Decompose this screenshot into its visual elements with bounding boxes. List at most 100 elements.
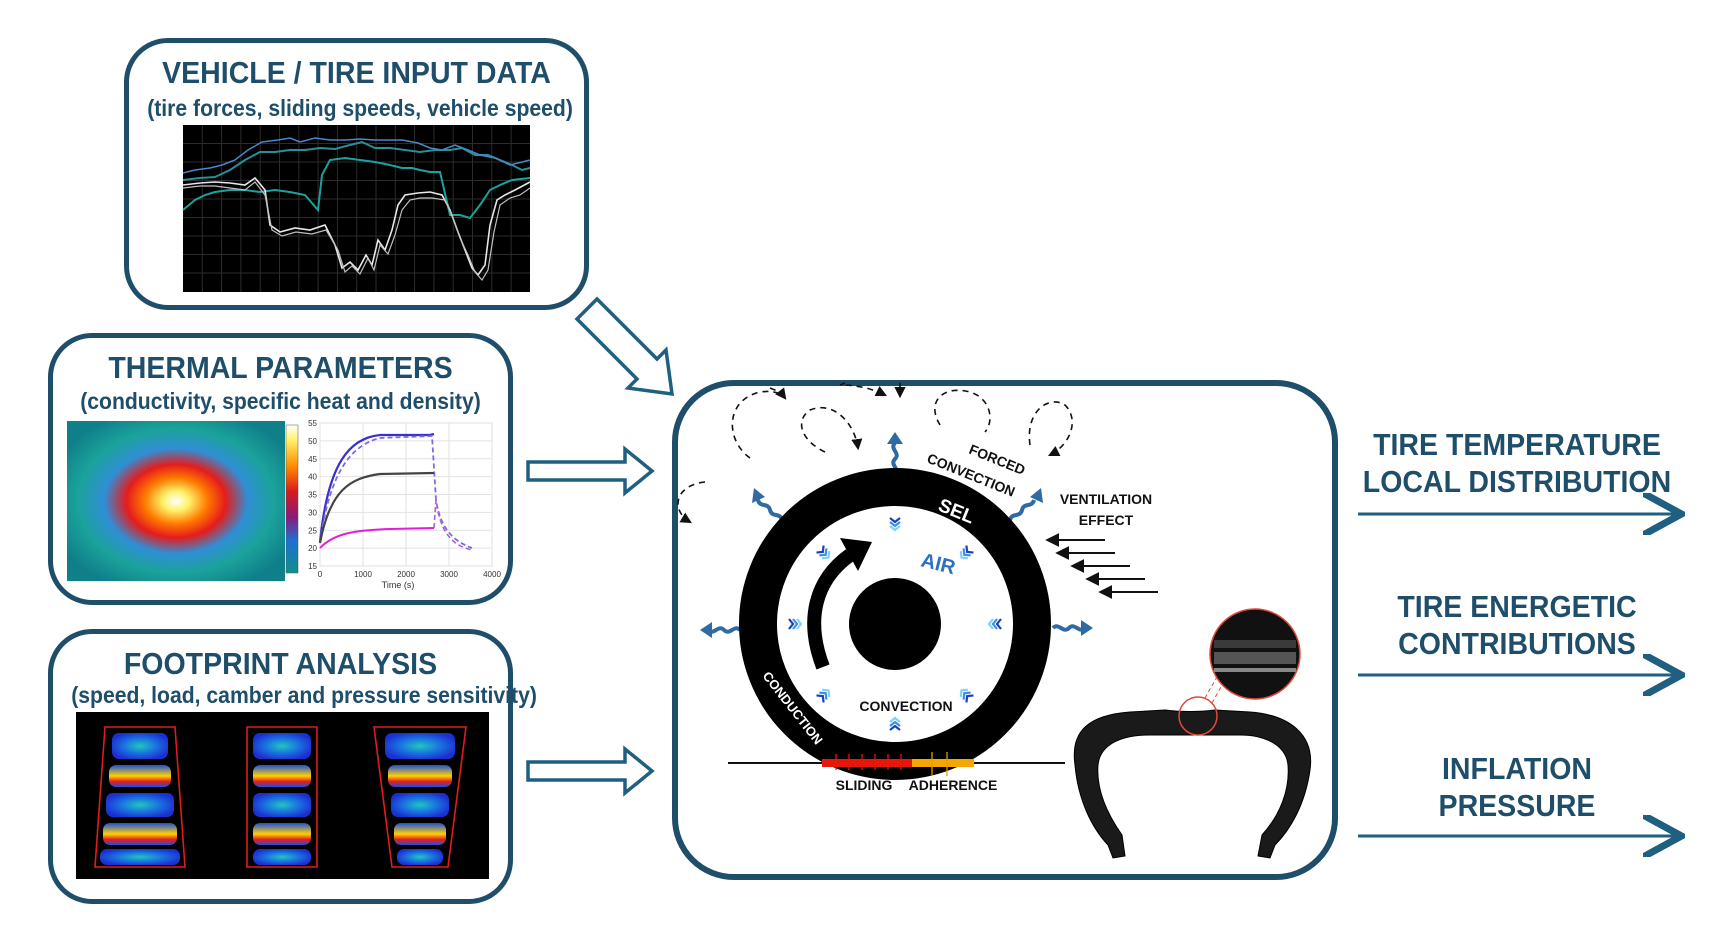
sliding-zone [822,759,912,767]
thermal-x-tick: 0 [318,570,323,579]
vehicle-input-title: VEHICLE / TIRE INPUT DATA [162,55,551,90]
adherence-label: ADHERENCE [909,777,998,793]
zoom-detail-layer-1 [1214,640,1296,648]
footprint-rib [109,765,171,787]
footprint-rib [394,823,446,845]
chevron-stroke [816,545,825,554]
chevron-stroke [889,525,901,532]
convection-chevron [816,545,831,560]
convection-chevron [987,618,1002,630]
chevron-stroke [995,618,1002,630]
chevron-stroke [816,694,825,703]
heat-arrow-top-right [1008,499,1036,521]
footprint-rib [388,765,452,787]
footprint-rib [385,733,455,759]
thermal-parameters-title: THERMAL PARAMETERS [108,350,453,385]
air-loop-4 [839,382,888,397]
thermal-x-tick: 3000 [440,570,458,579]
thermal-y-tick: 20 [308,544,317,553]
convection-chevron [959,545,974,560]
chevron-stroke [962,691,971,700]
convection-chevrons [788,517,1002,731]
thermal-x-tick: 2000 [397,570,415,579]
air-label: AIR [919,550,958,580]
output-pressure-label: INFLATION PRESSURE [1361,750,1674,824]
footprint-rib [253,733,311,759]
footprint-rib [106,793,174,817]
thermal-plot-xlabel: Time (s) [382,580,415,590]
thermal-y-tick: 55 [308,419,317,428]
thermal-y-tick: 30 [308,508,317,517]
thermal-x-tick: 4000 [483,570,501,579]
ventilation-label-1: VENTILATION [1060,491,1152,507]
air-loop-5 [934,389,991,433]
heatmap-colorbar [285,424,299,574]
chevron-stroke [819,548,828,557]
footprint-rib [112,733,168,759]
vehicle-plot-grid [183,125,530,292]
footprint-to-model-arrow [526,745,655,797]
rotation-arrow [807,549,855,670]
output-arrows [1358,514,1678,836]
heat-head-top-left [752,488,765,503]
thermal-curve-blue [318,432,435,543]
chevron-stroke [965,545,974,554]
thermal-curve-magenta-dashed [433,499,473,551]
heat-arrow-right [1051,624,1087,632]
output-temperature-line2: LOCAL DISTRIBUTION [1362,464,1672,499]
footprint-image [76,712,489,879]
footprint-rib [253,793,311,817]
vehicle-signal-teal-upper [182,140,531,181]
chevron-stroke [889,521,901,528]
air-loop-8 [769,387,783,394]
thermal-curve-blue-dashed [319,435,473,549]
sliding-label: SLIDING [836,777,893,793]
chevron-stroke [889,720,901,727]
footprint-analysis-title: FOOTPRINT ANALYSIS [123,646,438,681]
chevron-stroke [959,551,968,560]
thermal-y-tick: 15 [308,562,317,571]
output-energetic-line2: CONTRIBUTIONS [1398,626,1636,661]
footprint-patches [94,726,467,868]
convection-chevron [959,688,974,703]
output-energetic-line1: TIRE ENERGETIC [1397,589,1637,624]
adherence-zone [912,759,974,767]
air-loop-1 [677,481,706,524]
footprint-outline [246,726,318,868]
chevron-stroke [822,688,831,697]
footprint-rib [253,823,311,845]
heat-head-left [700,622,712,638]
sliding-heat-arrows [835,754,902,770]
input-flow-arrows [526,296,675,797]
vehicle-signal-blue-upper [182,137,531,174]
vehicle-signal-white-2 [182,181,531,282]
thermal-y-tick: 50 [308,437,317,446]
chevron-stroke [796,618,803,630]
air-loop-2 [731,387,787,459]
chevron-stroke [819,691,828,700]
chevron-stroke [991,618,998,630]
air-loop-6 [1028,401,1074,457]
footprint-rib [397,849,443,865]
vehicle-data-plot [182,125,531,292]
chevron-stroke [889,724,901,731]
convection-label: CONVECTION [859,698,952,714]
air-loop-3 [800,407,863,453]
output-pressure-line2: PRESSURE [1438,788,1596,823]
thermal-y-tick: 40 [308,473,317,482]
convection-chevron [889,716,901,731]
chevron-stroke [889,716,901,723]
thermal-heatmap [67,421,299,581]
tire-section-shape [1073,709,1312,859]
rotation-arrow-head [840,538,872,571]
convection-chevron [816,688,831,703]
footprint-rib [100,849,180,865]
zoom-circle [1178,696,1218,736]
thermal-y-tick: 45 [308,455,317,464]
heat-head-top [887,432,903,444]
zoom-detail-layer-3 [1214,668,1296,672]
chevron-stroke [889,517,901,524]
